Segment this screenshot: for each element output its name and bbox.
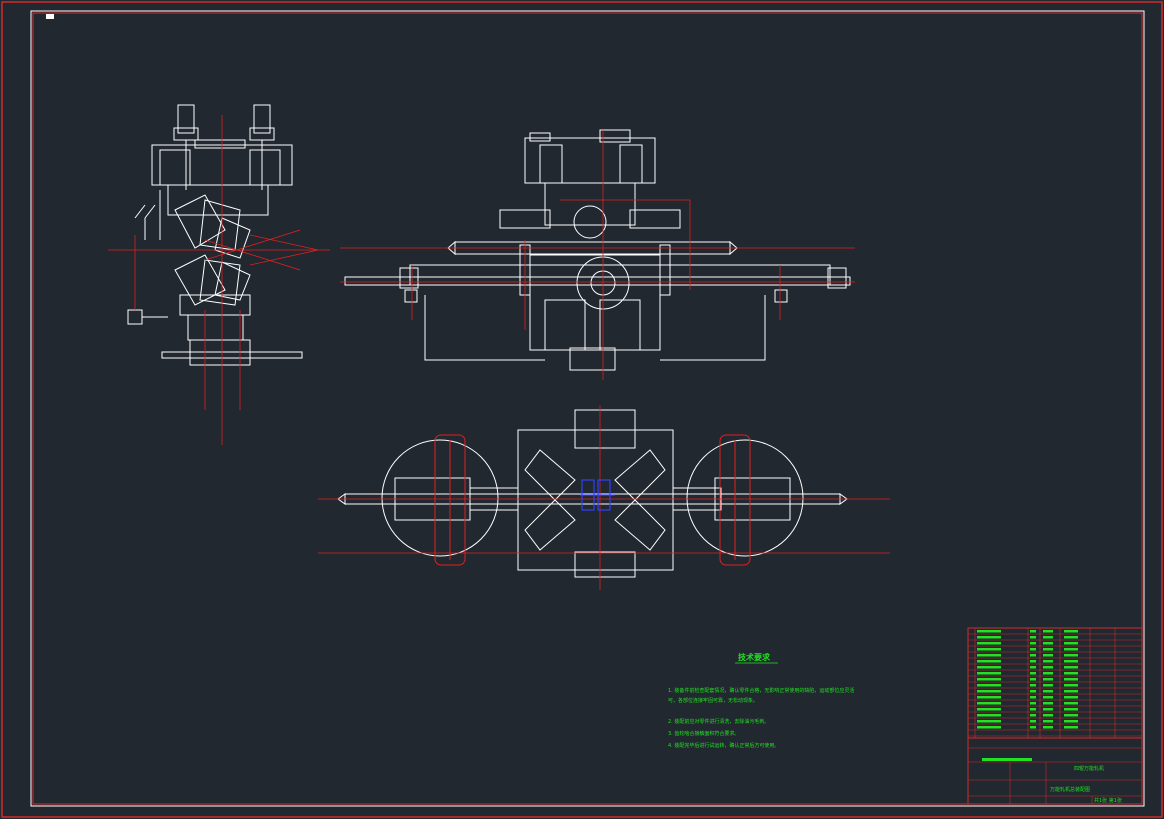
parts-list-cell-mark	[977, 660, 1001, 663]
parts-list-cell-mark	[1064, 684, 1078, 687]
parts-list-cell-mark	[1043, 690, 1053, 693]
tech-requirement-3: 3. 齿轮啮合接触面积符合要求。	[668, 730, 739, 737]
tech-requirement-4: 4. 装配完毕后进行试运转，确认正常后方可使用。	[668, 742, 779, 749]
parts-list-cell-mark	[1043, 726, 1053, 729]
parts-list-cell-mark	[1064, 696, 1078, 699]
drawing-name: 四辊万能轧机	[1074, 765, 1104, 772]
parts-list-cell-mark	[1030, 666, 1036, 669]
parts-list-cell-mark	[1043, 666, 1053, 669]
parts-list-cell-mark	[1064, 666, 1078, 669]
parts-list-cell-mark	[977, 630, 1001, 633]
corner-marker	[46, 14, 54, 19]
parts-list-cell-mark	[1043, 708, 1053, 711]
plan-view	[337, 409, 848, 578]
plan-view-rollers	[434, 434, 751, 566]
parts-list-cell-mark	[1064, 648, 1078, 651]
drawing-frame	[30, 10, 1145, 807]
parts-list-cell-mark	[977, 714, 1001, 717]
tech-requirement-1: 1. 装备件前检查配套情况，确认零件合格，无影响正常使用的缺陷，运动部位应灵活	[668, 687, 854, 694]
parts-list-cell-mark	[1030, 708, 1036, 711]
parts-list-cell-mark	[1043, 660, 1053, 663]
parts-list-cell-mark	[1030, 696, 1036, 699]
parts-list-cell-mark	[1043, 678, 1053, 681]
side-view	[127, 104, 303, 366]
parts-list-cell-mark	[1030, 654, 1036, 657]
parts-list-cell-mark	[1043, 654, 1053, 657]
parts-list-cell-mark	[1064, 642, 1078, 645]
parts-list-cell-mark	[1064, 636, 1078, 639]
parts-list-cell-mark	[1064, 708, 1078, 711]
parts-list-cell-mark	[977, 642, 1001, 645]
parts-list-cell-mark	[1030, 642, 1036, 645]
parts-list-cell-mark	[1030, 690, 1036, 693]
parts-list-cell-mark	[1064, 630, 1078, 633]
parts-list-cell-mark	[977, 690, 1001, 693]
parts-list-cell-mark	[1043, 714, 1053, 717]
parts-list-cell-mark	[1064, 654, 1078, 657]
parts-list-cell-mark	[1043, 672, 1053, 675]
front-view-centerlines	[340, 130, 855, 380]
parts-list-cell-mark	[977, 672, 1001, 675]
parts-list-cell-mark	[1030, 702, 1036, 705]
plan-view-center-part	[580, 479, 615, 511]
parts-list-cell-mark	[1064, 690, 1078, 693]
tech-requirement-1-cont: 可，各部位连接牢固可靠，无松动现象。	[668, 697, 758, 704]
parts-list-cell-mark	[1064, 678, 1078, 681]
parts-list-cell-mark	[1043, 702, 1053, 705]
front-view	[344, 129, 851, 371]
parts-list-cell-mark	[1064, 702, 1078, 705]
parts-list-cell-mark	[1030, 678, 1036, 681]
plan-view-centerlines	[318, 405, 890, 590]
parts-list-cell-mark	[1043, 636, 1053, 639]
drawing-subtitle: 万能轧机总装配图	[1050, 786, 1090, 793]
parts-list-cell-mark	[1030, 714, 1036, 717]
parts-list-cell-mark	[977, 696, 1001, 699]
parts-list-cell-mark	[1030, 720, 1036, 723]
parts-list-cell-mark	[1043, 642, 1053, 645]
parts-list-cell-mark	[1064, 660, 1078, 663]
parts-list-cell-mark	[977, 636, 1001, 639]
parts-list-cell-mark	[977, 708, 1001, 711]
parts-list-cell-mark	[1064, 726, 1078, 729]
inner-border	[32, 12, 1143, 805]
sheet-number: 共1张 第1张	[1094, 797, 1122, 804]
parts-list-cell-mark	[977, 666, 1001, 669]
parts-list-cell-mark	[1043, 696, 1053, 699]
tech-requirements-title: 技术要求	[738, 652, 771, 662]
parts-list-cell-mark	[1064, 714, 1078, 717]
parts-list-cell-mark	[1043, 684, 1053, 687]
parts-list-cell-mark	[977, 654, 1001, 657]
parts-list-cell-mark	[1030, 672, 1036, 675]
tech-requirements: 技术要求 1. 装备件前检查配套情况，确认零件合格，无影响正常使用的缺陷，运动部…	[668, 652, 854, 749]
parts-list-cell-mark	[1030, 726, 1036, 729]
parts-list	[967, 627, 1143, 739]
parts-list-cell-mark	[1030, 660, 1036, 663]
parts-list-cell-mark	[1030, 636, 1036, 639]
parts-list-cell-mark	[977, 726, 1001, 729]
parts-list-cell-mark	[1030, 648, 1036, 651]
tech-requirement-2: 2. 装配前应对零件进行清洗，去除油污毛刺。	[668, 718, 769, 725]
parts-list-cell-mark	[977, 648, 1001, 651]
parts-list-cell-mark	[1064, 720, 1078, 723]
parts-list-cell-mark	[977, 678, 1001, 681]
parts-list-cell-mark	[1064, 672, 1078, 675]
parts-list-cell-mark	[1030, 630, 1036, 633]
parts-list-cell-mark	[1043, 630, 1053, 633]
parts-list-cell-mark	[977, 702, 1001, 705]
parts-list-cell-mark	[1043, 648, 1053, 651]
parts-list-cell-mark	[977, 684, 1001, 687]
title-block: 四辊万能轧机 万能轧机总装配图 共1张 第1张	[967, 737, 1143, 805]
parts-list-cell-mark	[977, 720, 1001, 723]
side-view-centerlines	[108, 115, 330, 445]
parts-list-cell-mark	[1043, 720, 1053, 723]
parts-list-cell-mark	[1030, 684, 1036, 687]
